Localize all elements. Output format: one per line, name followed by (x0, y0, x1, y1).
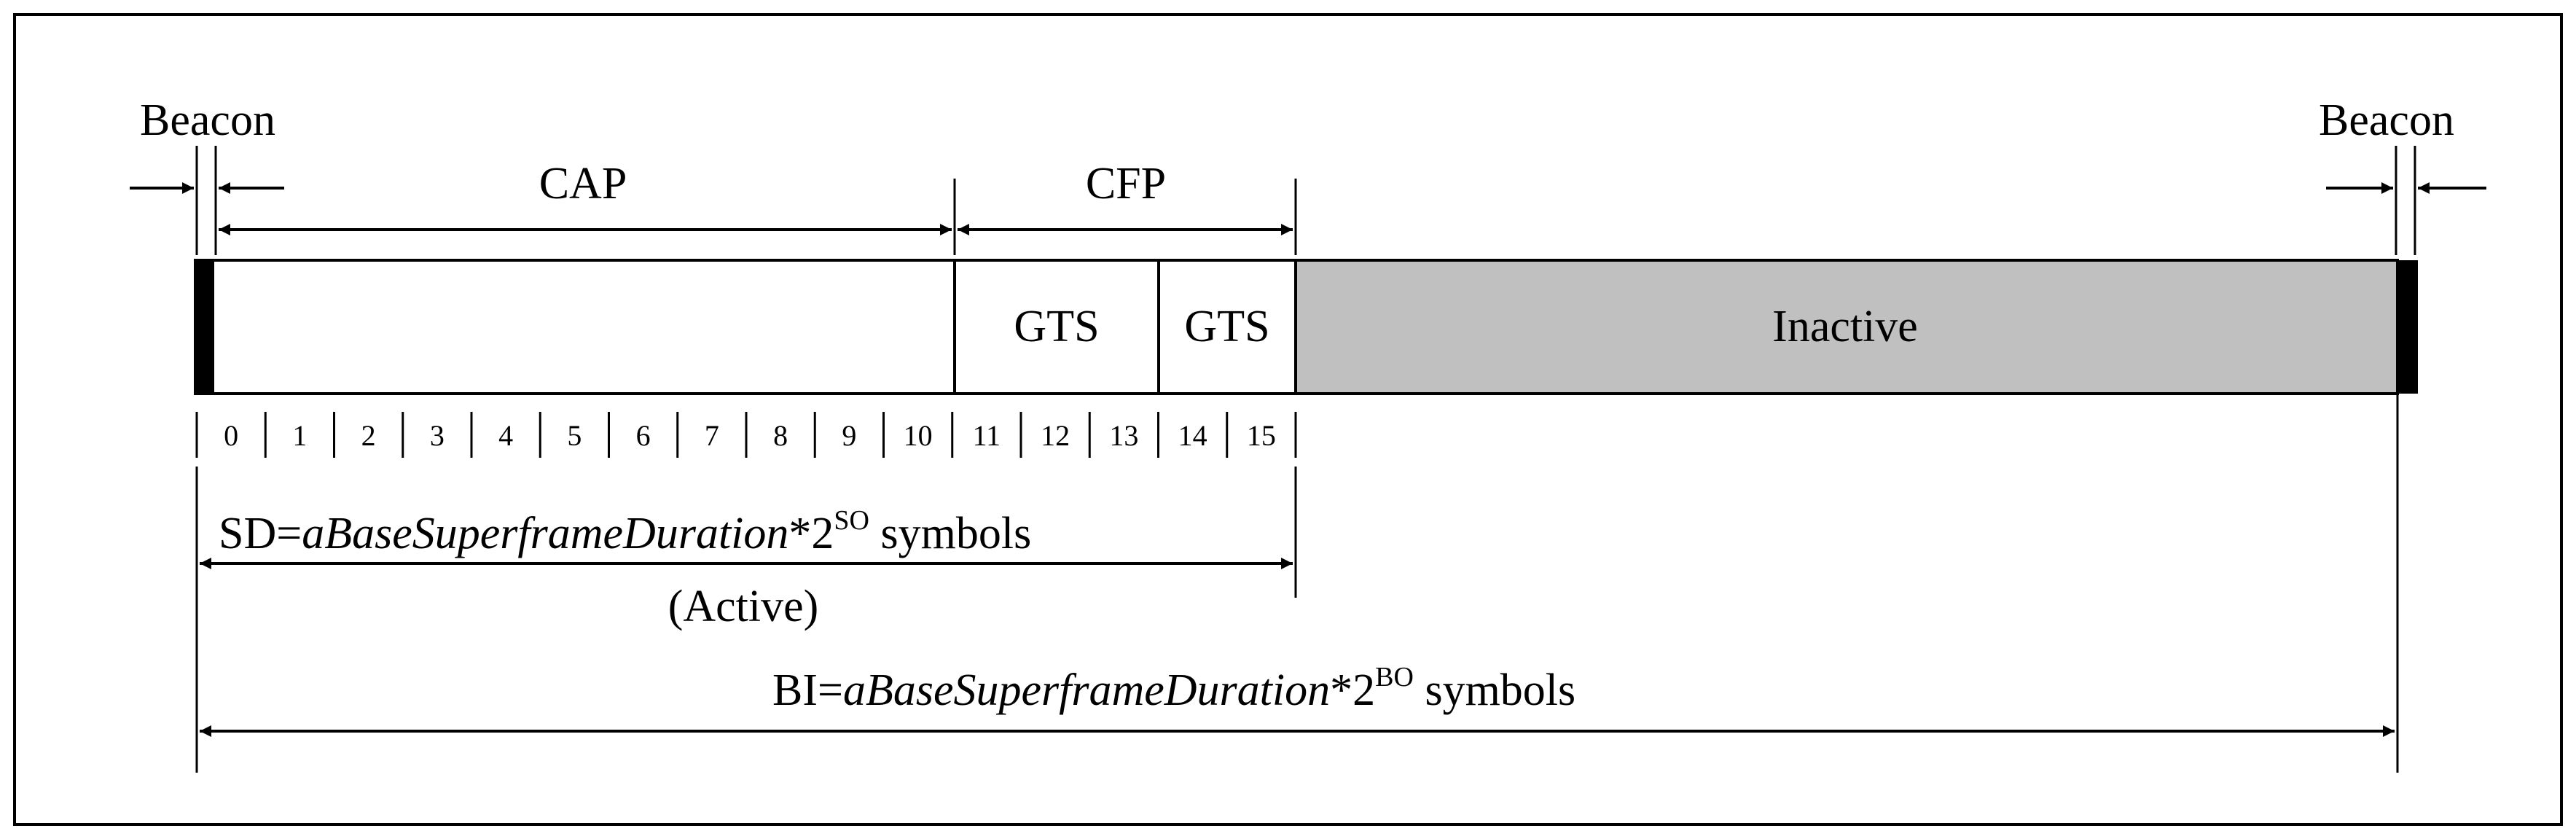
inactive-portion-box (1294, 259, 2399, 395)
sd-var: aBaseSuperframeDuration (302, 509, 788, 558)
slot-number: 14 (1178, 419, 1207, 452)
beacon-left-block (194, 260, 214, 394)
slot-number: 9 (842, 419, 856, 452)
sd-exp: SO (834, 505, 869, 536)
beacon-right-block (2397, 260, 2418, 394)
inactive-label: Inactive (1772, 302, 1918, 351)
sd-prefix: SD= (219, 509, 302, 558)
slot-number: 8 (773, 419, 788, 452)
sd-suffix: symbols (869, 509, 1031, 558)
bi-prefix: BI= (772, 666, 843, 715)
slot-number: 10 (904, 419, 933, 452)
sd-mult: *2 (788, 509, 834, 558)
beacon-left-label: Beacon (140, 95, 275, 145)
bi-exp: BO (1375, 662, 1414, 692)
bi-var: aBaseSuperframeDuration (843, 666, 1330, 715)
slot-number: 2 (361, 419, 376, 452)
slot-number: 5 (567, 419, 582, 452)
slot-number: 13 (1109, 419, 1138, 452)
slot-number: 6 (636, 419, 651, 452)
slot-number: 15 (1247, 419, 1276, 452)
bi-suffix: symbols (1414, 666, 1575, 715)
slot-number: 3 (430, 419, 445, 452)
cap-label: CAP (539, 159, 627, 208)
cfp-label: CFP (1086, 159, 1166, 208)
active-portion-box (194, 259, 1297, 395)
gts-label-1: GTS (1014, 302, 1099, 351)
slot-number: 11 (973, 419, 1001, 452)
beacon-right-label: Beacon (2319, 95, 2454, 145)
outer-frame (13, 13, 2563, 826)
bi-formula: BI=aBaseSuperframeDuration*2BO symbols (772, 662, 1575, 715)
bi-mult: *2 (1330, 666, 1375, 715)
slot-number: 4 (498, 419, 513, 452)
active-label: (Active) (668, 582, 819, 631)
gts-label-2: GTS (1184, 302, 1269, 351)
slot-number: 7 (705, 419, 719, 452)
slot-number: 12 (1041, 419, 1070, 452)
sd-formula: SD=aBaseSuperframeDuration*2SO symbols (219, 505, 1031, 558)
slot-number: 0 (224, 419, 238, 452)
slot-ticks (195, 412, 1297, 458)
slot-number: 1 (292, 419, 307, 452)
